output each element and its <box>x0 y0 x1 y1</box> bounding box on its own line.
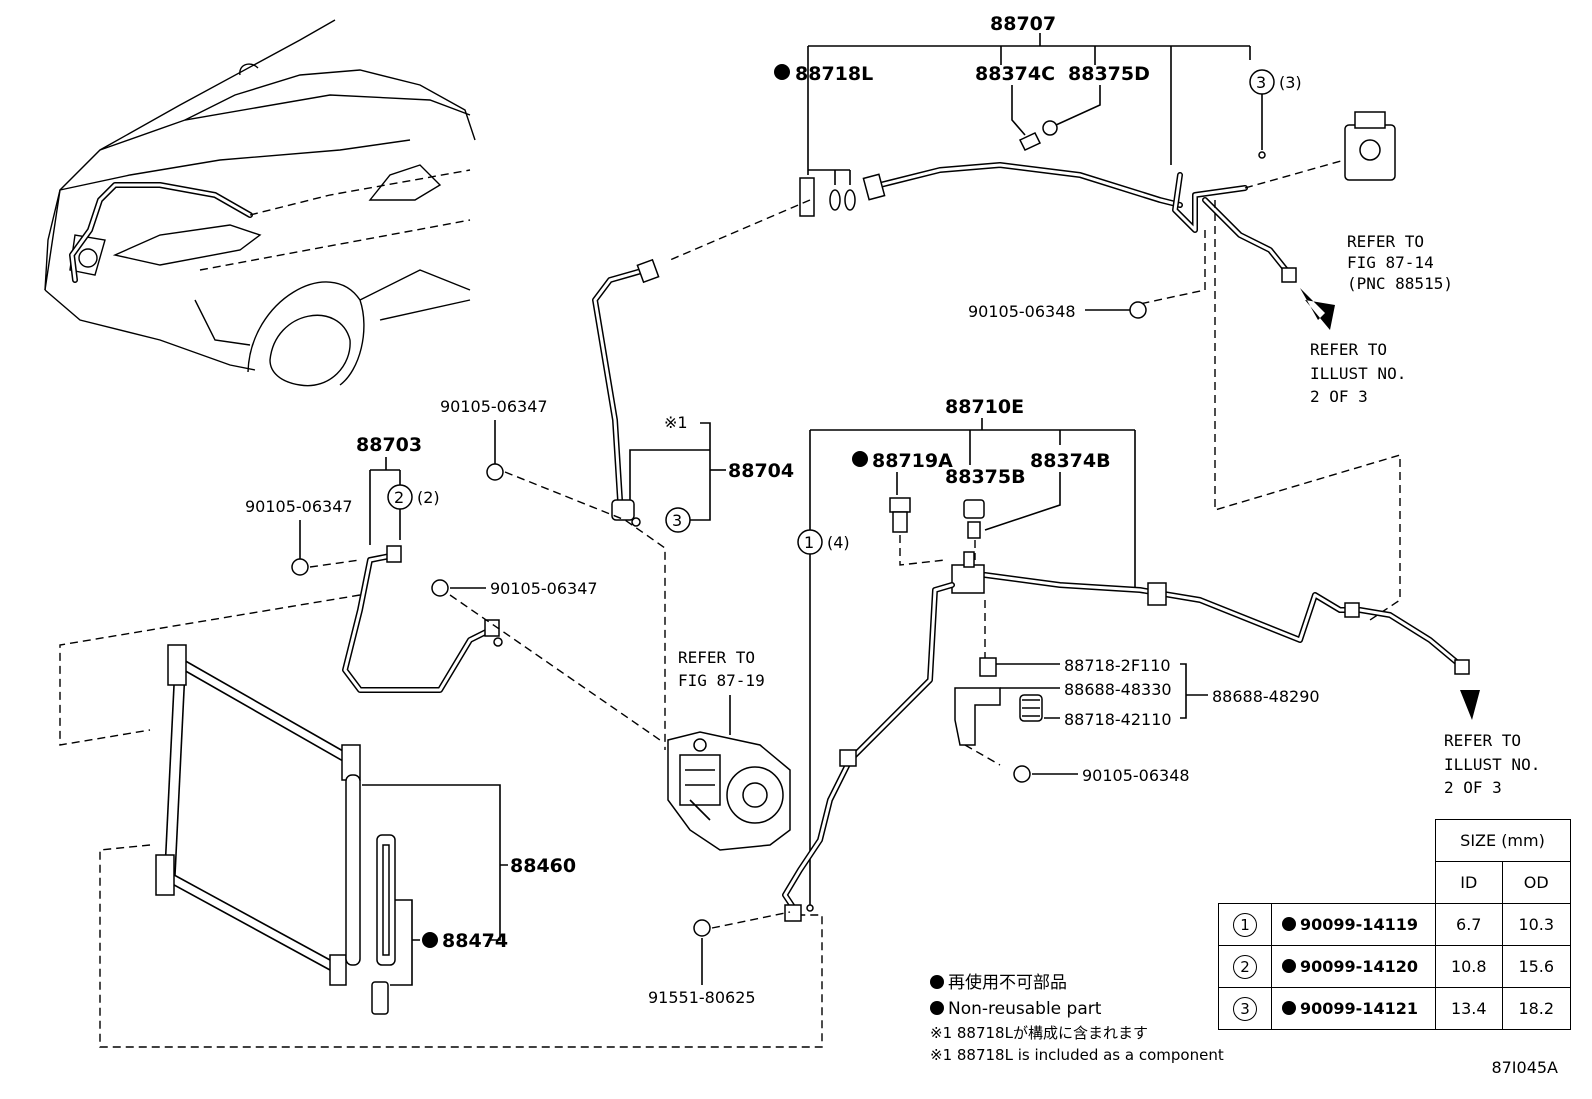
row-id: 6.7 <box>1434 903 1503 946</box>
svg-text:1: 1 <box>804 533 814 552</box>
arrow-icon <box>1300 288 1335 330</box>
legend-en: Non-reusable part <box>948 999 1102 1019</box>
pn-88703: 88703 <box>356 434 422 456</box>
pressure-switch <box>889 497 911 513</box>
pn-88688-48290: 88688-48290 <box>1212 687 1320 706</box>
svg-text:(2): (2) <box>417 488 440 507</box>
table-row: 1 90099-14119 6.7 10.3 <box>1218 903 1571 946</box>
svg-text:FIG 87-19: FIG 87-19 <box>678 671 765 690</box>
bolt-icon <box>486 463 504 481</box>
clip-88718L <box>799 177 815 217</box>
callout-2 <box>387 484 413 510</box>
hose-88703: 88703 2 (2) 90105-06347 90105-06347 <box>59 434 661 746</box>
pn-90105-06347-mid: 90105-06347 <box>490 579 598 598</box>
row-od: 10.3 <box>1502 903 1571 946</box>
pn-88375D: 88375D <box>1068 63 1150 85</box>
ref-fig-87-14: REFER TO FIG 87-14 (PNC 88515) <box>1347 232 1453 293</box>
pn-88460: 88460 <box>510 855 576 877</box>
nonreusable-dot <box>774 64 790 80</box>
svg-text:REFER TO: REFER TO <box>678 648 755 667</box>
pn-91551-80625: 91551-80625 <box>648 988 756 1007</box>
svg-text:3: 3 <box>1256 73 1266 92</box>
note-mark: ※1 <box>664 413 688 432</box>
bolt-icon <box>1129 301 1147 319</box>
vehicle-outline <box>44 19 476 387</box>
bolt-icon <box>1013 765 1031 783</box>
pn-88710E: 88710E <box>945 396 1024 418</box>
svg-text:2: 2 <box>394 488 404 507</box>
svg-text:REFER TO: REFER TO <box>1310 340 1387 359</box>
pn-88718-42110: 88718-42110 <box>1064 710 1172 729</box>
pn-88375B: 88375B <box>945 466 1026 488</box>
svg-text:ILLUST NO.: ILLUST NO. <box>1444 755 1540 774</box>
row-od: 15.6 <box>1502 945 1571 988</box>
pn-88474: 88474 <box>442 930 508 952</box>
pn-90105-06348-lower: 90105-06348 <box>1082 766 1190 785</box>
clamp-88718-2F110 <box>979 657 997 677</box>
callout-3-mid <box>665 507 691 533</box>
svg-text:ILLUST NO.: ILLUST NO. <box>1310 364 1406 383</box>
pn-88374C: 88374C <box>975 63 1055 85</box>
row-part: 90099-14120 <box>1300 957 1418 976</box>
receiver-tank <box>345 774 361 966</box>
row-id: 13.4 <box>1434 987 1503 1030</box>
assembly-88707: 88707 88718L 88374C 88375D 3 (3) R <box>774 13 1453 621</box>
hose-88704: ※1 88704 3 90105-06347 REFER TO FIG 87-1… <box>440 199 811 750</box>
row-mark: 1 <box>1233 912 1257 937</box>
row-part: 90099-14121 <box>1300 999 1418 1018</box>
table-row: 3 90099-14121 13.4 18.2 <box>1218 987 1571 1030</box>
svg-text:(PNC 88515): (PNC 88515) <box>1347 274 1453 293</box>
svg-text:FIG 87-14: FIG 87-14 <box>1347 253 1434 272</box>
legend-note-jp: ※1 88718Lが構成に含まれます <box>930 1024 1148 1042</box>
ref-illust-2of3-top: REFER TO ILLUST NO. 2 OF 3 <box>1310 340 1406 406</box>
pn-88374B: 88374B <box>1030 450 1111 472</box>
legend: 再使用不可部品 Non-reusable part ※1 88718Lが構成に含… <box>930 970 1224 1066</box>
svg-text:(3): (3) <box>1279 73 1302 92</box>
pn-90105-06347-left: 90105-06347 <box>245 497 353 516</box>
svg-text:2 OF 3: 2 OF 3 <box>1310 387 1368 406</box>
row-part: 90099-14119 <box>1300 915 1418 934</box>
row-od: 18.2 <box>1502 987 1571 1030</box>
svg-text:REFER TO: REFER TO <box>1347 232 1424 251</box>
pn-88688-48330: 88688-48330 <box>1064 680 1172 699</box>
row-id: 10.8 <box>1434 945 1503 988</box>
bolt-icon <box>693 919 711 937</box>
assembly-88710E: 88710E 88719A 88375B 88374B 1 (4) REFER … <box>648 396 1540 1007</box>
legend-jp: 再使用不可部品 <box>948 973 1067 993</box>
ref-fig-87-19: REFER TO FIG 87-19 <box>678 648 765 690</box>
pn-88718L: 88718L <box>795 63 873 85</box>
illustration-code: 87I045A <box>1491 1058 1558 1077</box>
svg-text:3: 3 <box>672 511 682 530</box>
pn-88704: 88704 <box>728 460 794 482</box>
ac-compressor <box>667 731 791 851</box>
size-table: SIZE (mm) ID OD 1 90099-14119 6.7 10.3 2… <box>1218 819 1571 1030</box>
ref-illust-2of3-bottom: REFER TO ILLUST NO. 2 OF 3 <box>1444 731 1540 797</box>
bracket-88688-48330 <box>954 687 1001 746</box>
svg-text:(4): (4) <box>827 533 850 552</box>
bolt-icon <box>431 579 449 597</box>
pn-88707: 88707 <box>990 13 1056 35</box>
cap-plug <box>371 981 389 1015</box>
table-row: 2 90099-14120 10.8 15.6 <box>1218 945 1571 988</box>
size-header: SIZE (mm) <box>1434 819 1571 862</box>
condenser-88460: 88460 88474 <box>99 644 823 1048</box>
col-od: OD <box>1502 861 1571 904</box>
svg-text:2 OF 3: 2 OF 3 <box>1444 778 1502 797</box>
cap-88375B <box>963 499 985 519</box>
pn-88718-2F110: 88718-2F110 <box>1064 656 1171 675</box>
pn-90105-06347-top: 90105-06347 <box>440 397 548 416</box>
nonreusable-dot <box>852 451 868 467</box>
pn-88719A: 88719A <box>872 450 953 472</box>
legend-note-en: ※1 88718L is included as a component <box>930 1046 1224 1064</box>
col-id: ID <box>1434 861 1503 904</box>
pn-90105-06348-upper: 90105-06348 <box>968 302 1076 321</box>
row-mark: 3 <box>1233 996 1257 1021</box>
valve-block <box>951 564 985 594</box>
arrow-icon <box>1460 690 1480 720</box>
row-mark: 2 <box>1233 954 1257 979</box>
svg-text:REFER TO: REFER TO <box>1444 731 1521 750</box>
bolt-icon <box>291 558 309 576</box>
